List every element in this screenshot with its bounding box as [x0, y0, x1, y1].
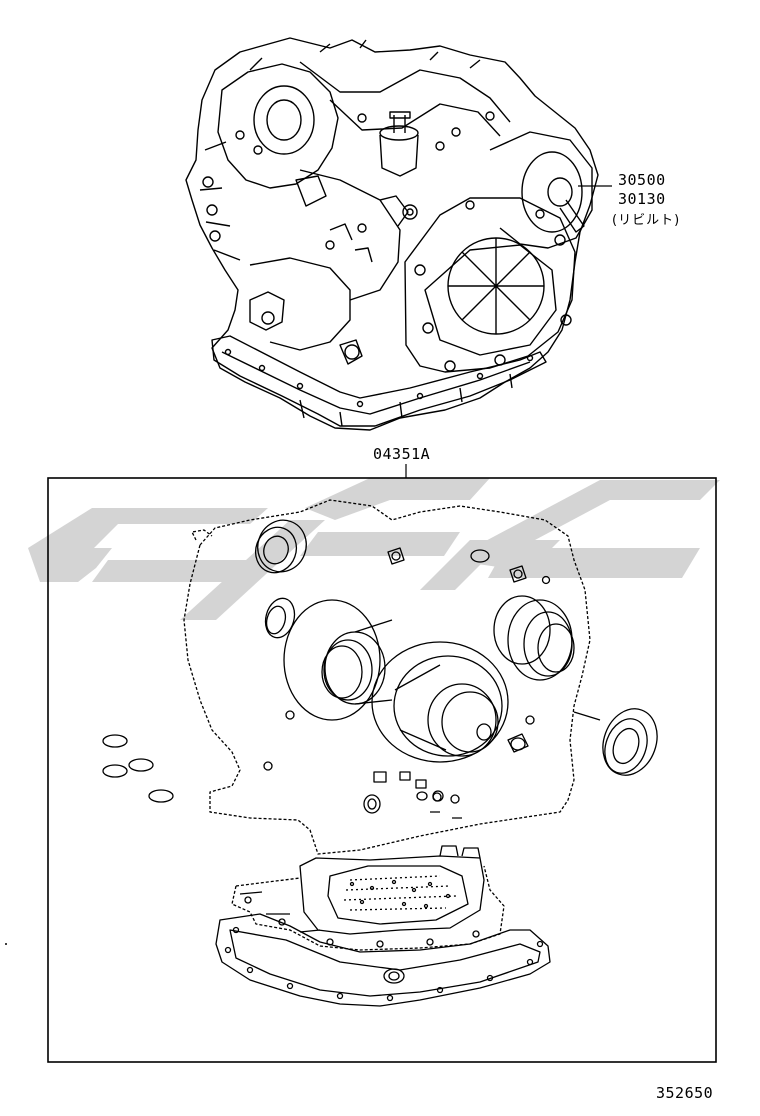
callout-overhaul-kit: 04351A	[373, 445, 431, 463]
watermark	[28, 478, 720, 620]
callout-transaxle-30500: 30500	[618, 171, 666, 189]
figure-number: 352650	[656, 1084, 714, 1102]
stray-dot	[5, 943, 7, 945]
callout-rebuilt-note: (リビルト)	[612, 213, 681, 228]
transaxle-assembly	[185, 37, 612, 431]
kit-frame	[47, 477, 717, 1063]
callout-transaxle-30130: 30130	[618, 190, 666, 208]
overhaul-kit-parts	[102, 499, 658, 1007]
